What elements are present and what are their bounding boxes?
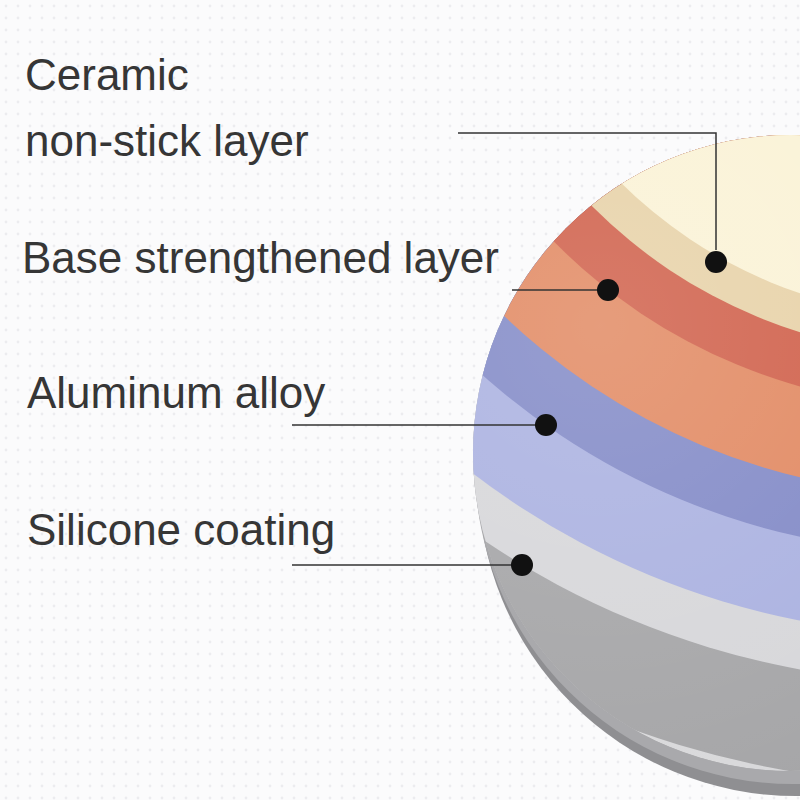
leader-dots (511, 251, 727, 576)
part-label-box: Aluminum alloy (27, 360, 325, 426)
part-label-box: Base strengthened layer (22, 225, 499, 291)
part-label-box: Ceramic non-stick layer (25, 42, 325, 174)
part-label: Base strengthened layer (22, 233, 499, 282)
wrap-spacer (215, 42, 325, 52)
leader-lines (292, 133, 716, 565)
part-label: Aluminum alloy (27, 368, 325, 417)
part-label: Ceramic non-stick layer (25, 50, 309, 165)
part-label: Silicone coating (27, 505, 335, 554)
part-label-box: Silicone coating (27, 497, 335, 563)
layer-bands (15, 0, 800, 785)
